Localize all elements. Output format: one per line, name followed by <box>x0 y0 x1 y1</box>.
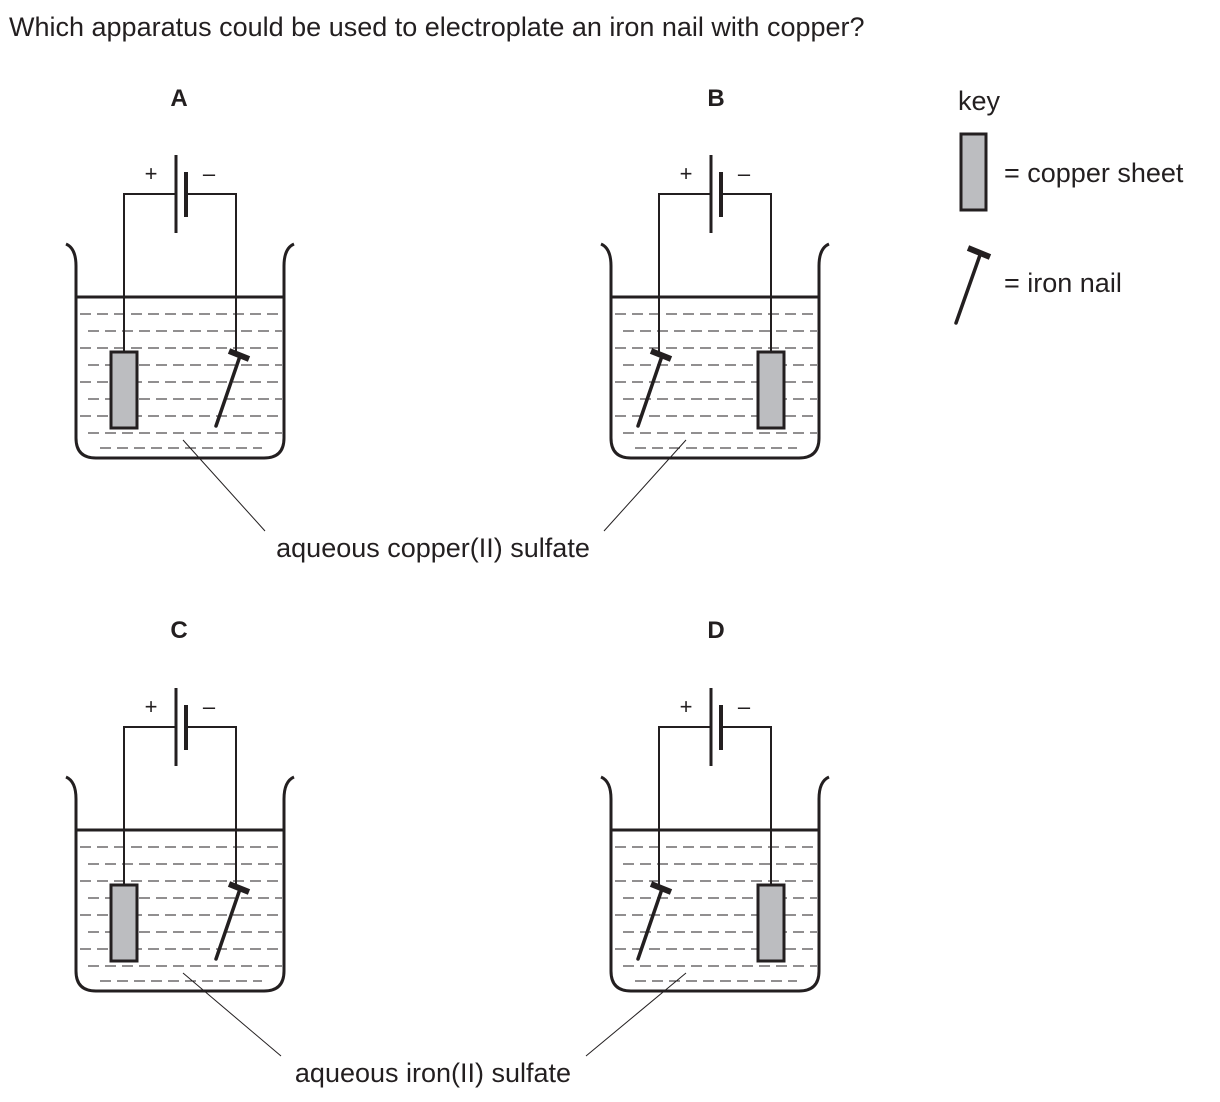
iron-nail <box>636 881 673 961</box>
option-label-c: C <box>170 617 187 644</box>
iron-nail <box>214 348 251 428</box>
key-iron-nail-symbol <box>954 245 992 325</box>
apparatus-d: D + – <box>600 617 830 993</box>
battery-d: + – <box>658 688 772 885</box>
beaker <box>65 775 295 993</box>
copper-sheet <box>109 350 139 430</box>
battery-positive-sign: + <box>145 161 158 186</box>
key-iron-nail-label: = iron nail <box>1004 268 1122 298</box>
battery-negative-sign: – <box>203 161 216 186</box>
solution-label-iron-sulfate: aqueous iron(II) sulfate <box>295 1058 571 1088</box>
option-label-d: D <box>707 617 724 644</box>
key-title: key <box>958 86 1001 116</box>
beaker <box>600 775 830 993</box>
beaker <box>600 242 830 460</box>
beaker <box>65 242 295 460</box>
battery-c: + – <box>123 688 237 885</box>
battery-negative-sign: – <box>203 694 216 719</box>
copper-sheet <box>109 883 139 963</box>
solution-dashes <box>80 313 282 449</box>
iron-nail <box>214 881 251 961</box>
battery-a: + – <box>123 155 237 352</box>
apparatus-c: C + – <box>65 617 295 993</box>
top-solution-callout: aqueous copper(II) sulfate <box>182 439 687 563</box>
option-label-b: B <box>707 85 724 112</box>
battery-positive-sign: + <box>680 694 693 719</box>
battery-positive-sign: + <box>145 694 158 719</box>
option-label-a: A <box>170 85 187 112</box>
solution-dashes <box>80 846 282 982</box>
battery-b: + – <box>658 155 772 352</box>
battery-positive-sign: + <box>680 161 693 186</box>
solution-dashes <box>615 846 817 982</box>
solution-dashes <box>615 313 817 449</box>
key-copper-sheet-label: = copper sheet <box>1004 158 1184 188</box>
battery-negative-sign: – <box>738 694 751 719</box>
copper-sheet <box>756 883 786 963</box>
iron-nail <box>636 348 673 428</box>
apparatus-a: A + – <box>65 85 295 460</box>
key: key = copper sheet = iron nail <box>954 86 1184 325</box>
copper-sheet <box>756 350 786 430</box>
bottom-solution-callout: aqueous iron(II) sulfate <box>182 972 687 1088</box>
key-copper-sheet-symbol <box>959 132 988 212</box>
solution-label-copper-sulfate: aqueous copper(II) sulfate <box>276 533 590 563</box>
apparatus-b: B + – <box>600 85 830 460</box>
battery-negative-sign: – <box>738 161 751 186</box>
question-text: Which apparatus could be used to electro… <box>9 12 865 42</box>
